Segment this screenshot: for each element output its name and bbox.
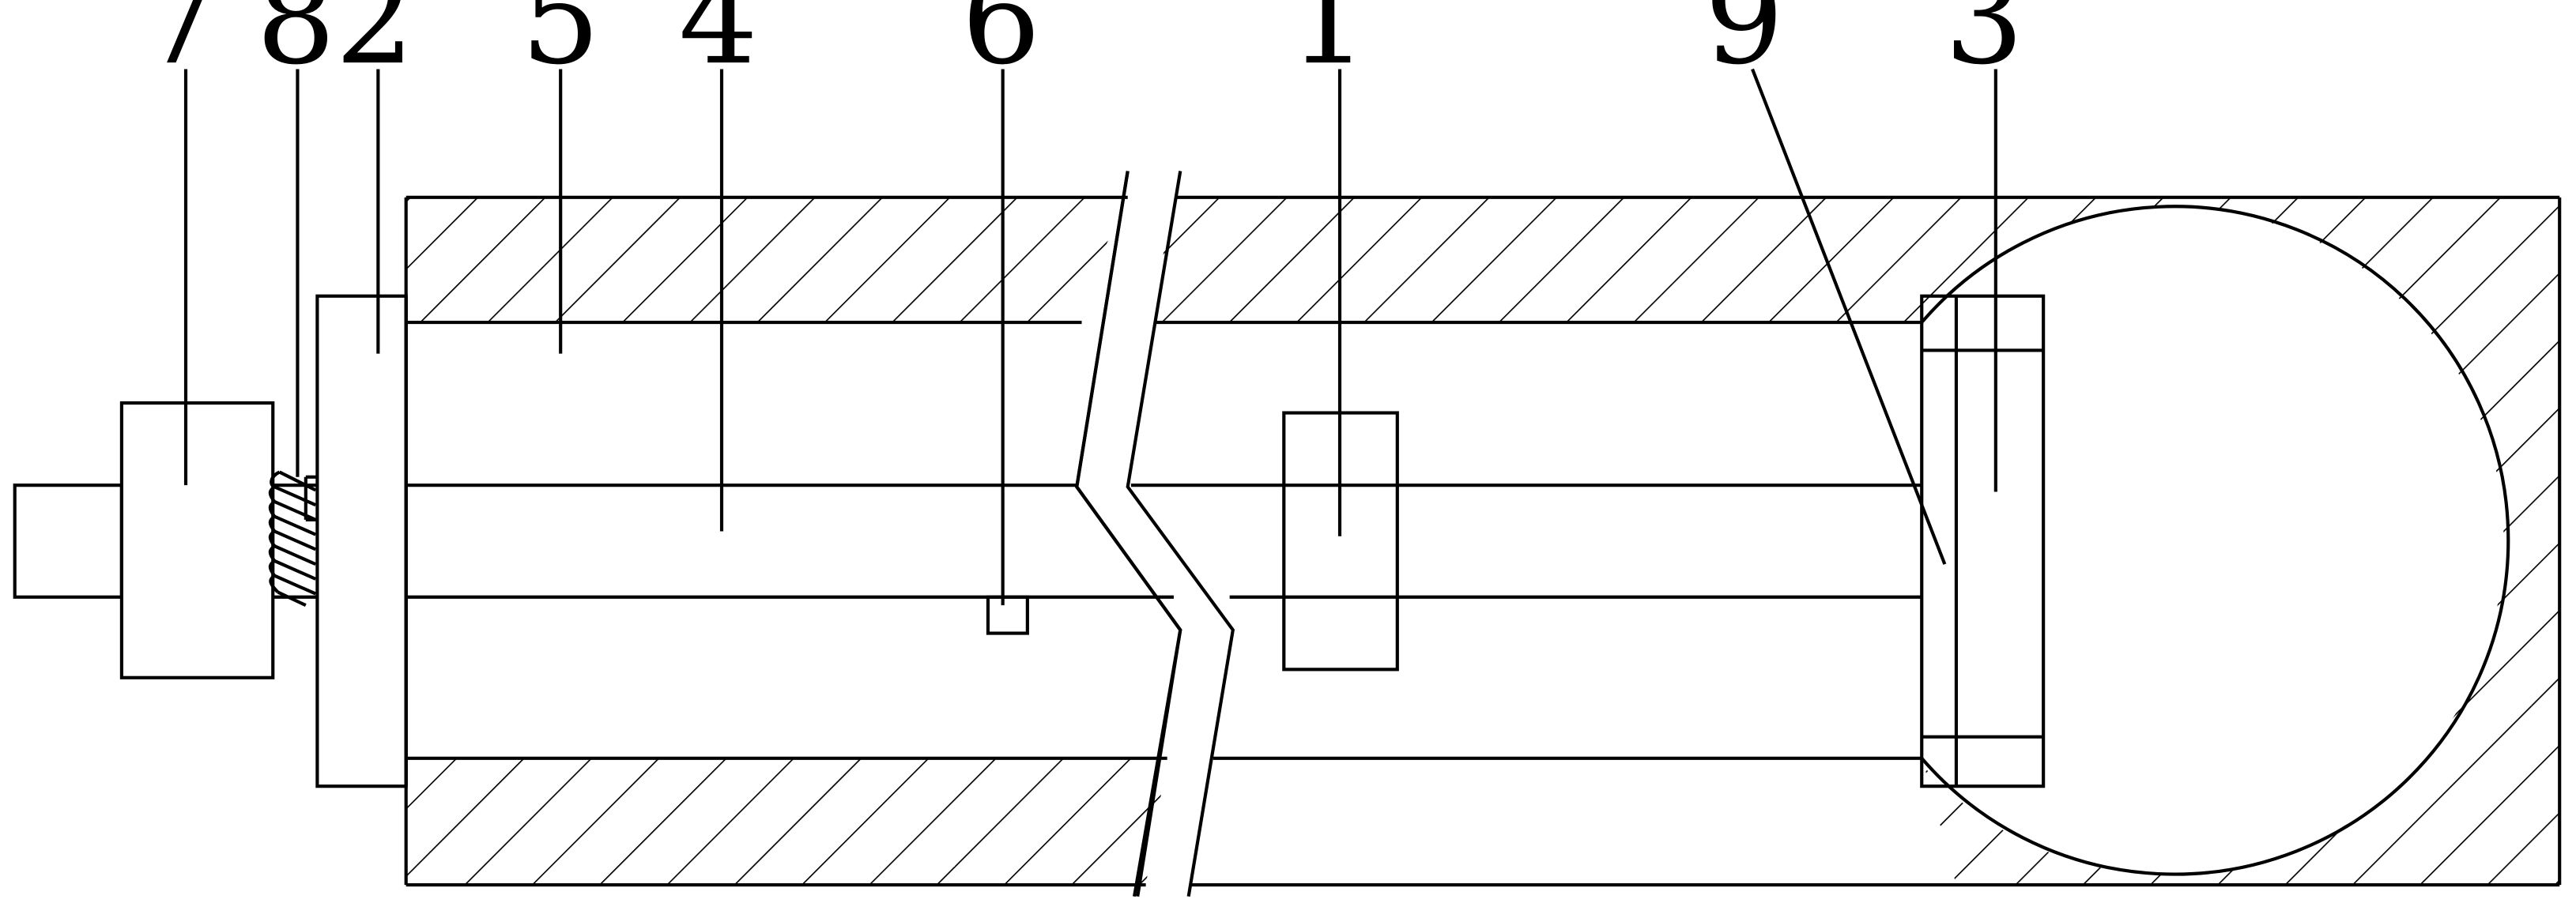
label-4: 4 [679, 0, 759, 92]
label-7: 7 [141, 0, 221, 92]
label-8: 8 [256, 0, 336, 92]
knob-7 [119, 401, 275, 679]
label-6: 6 [961, 0, 1041, 92]
label-9: 9 [1704, 0, 1784, 92]
label-3: 3 [1944, 0, 2024, 92]
break-lines [1075, 171, 1235, 897]
label-5: 5 [521, 0, 601, 92]
shaft-end [13, 483, 123, 599]
housing-wall-right [1150, 197, 2560, 886]
plate-2 [315, 294, 408, 788]
spring-8 [268, 470, 318, 608]
housing-wall-top-left [405, 197, 1125, 323]
block-6 [986, 595, 1029, 635]
disc-3 [1920, 294, 2046, 788]
leader-lines [183, 68, 1997, 606]
rod [404, 295, 1922, 787]
ball-cavity [1920, 205, 2510, 876]
label-2: 2 [335, 0, 415, 92]
label-1: 1 [1288, 0, 1368, 92]
housing-wall-bottom-left [405, 758, 1167, 886]
